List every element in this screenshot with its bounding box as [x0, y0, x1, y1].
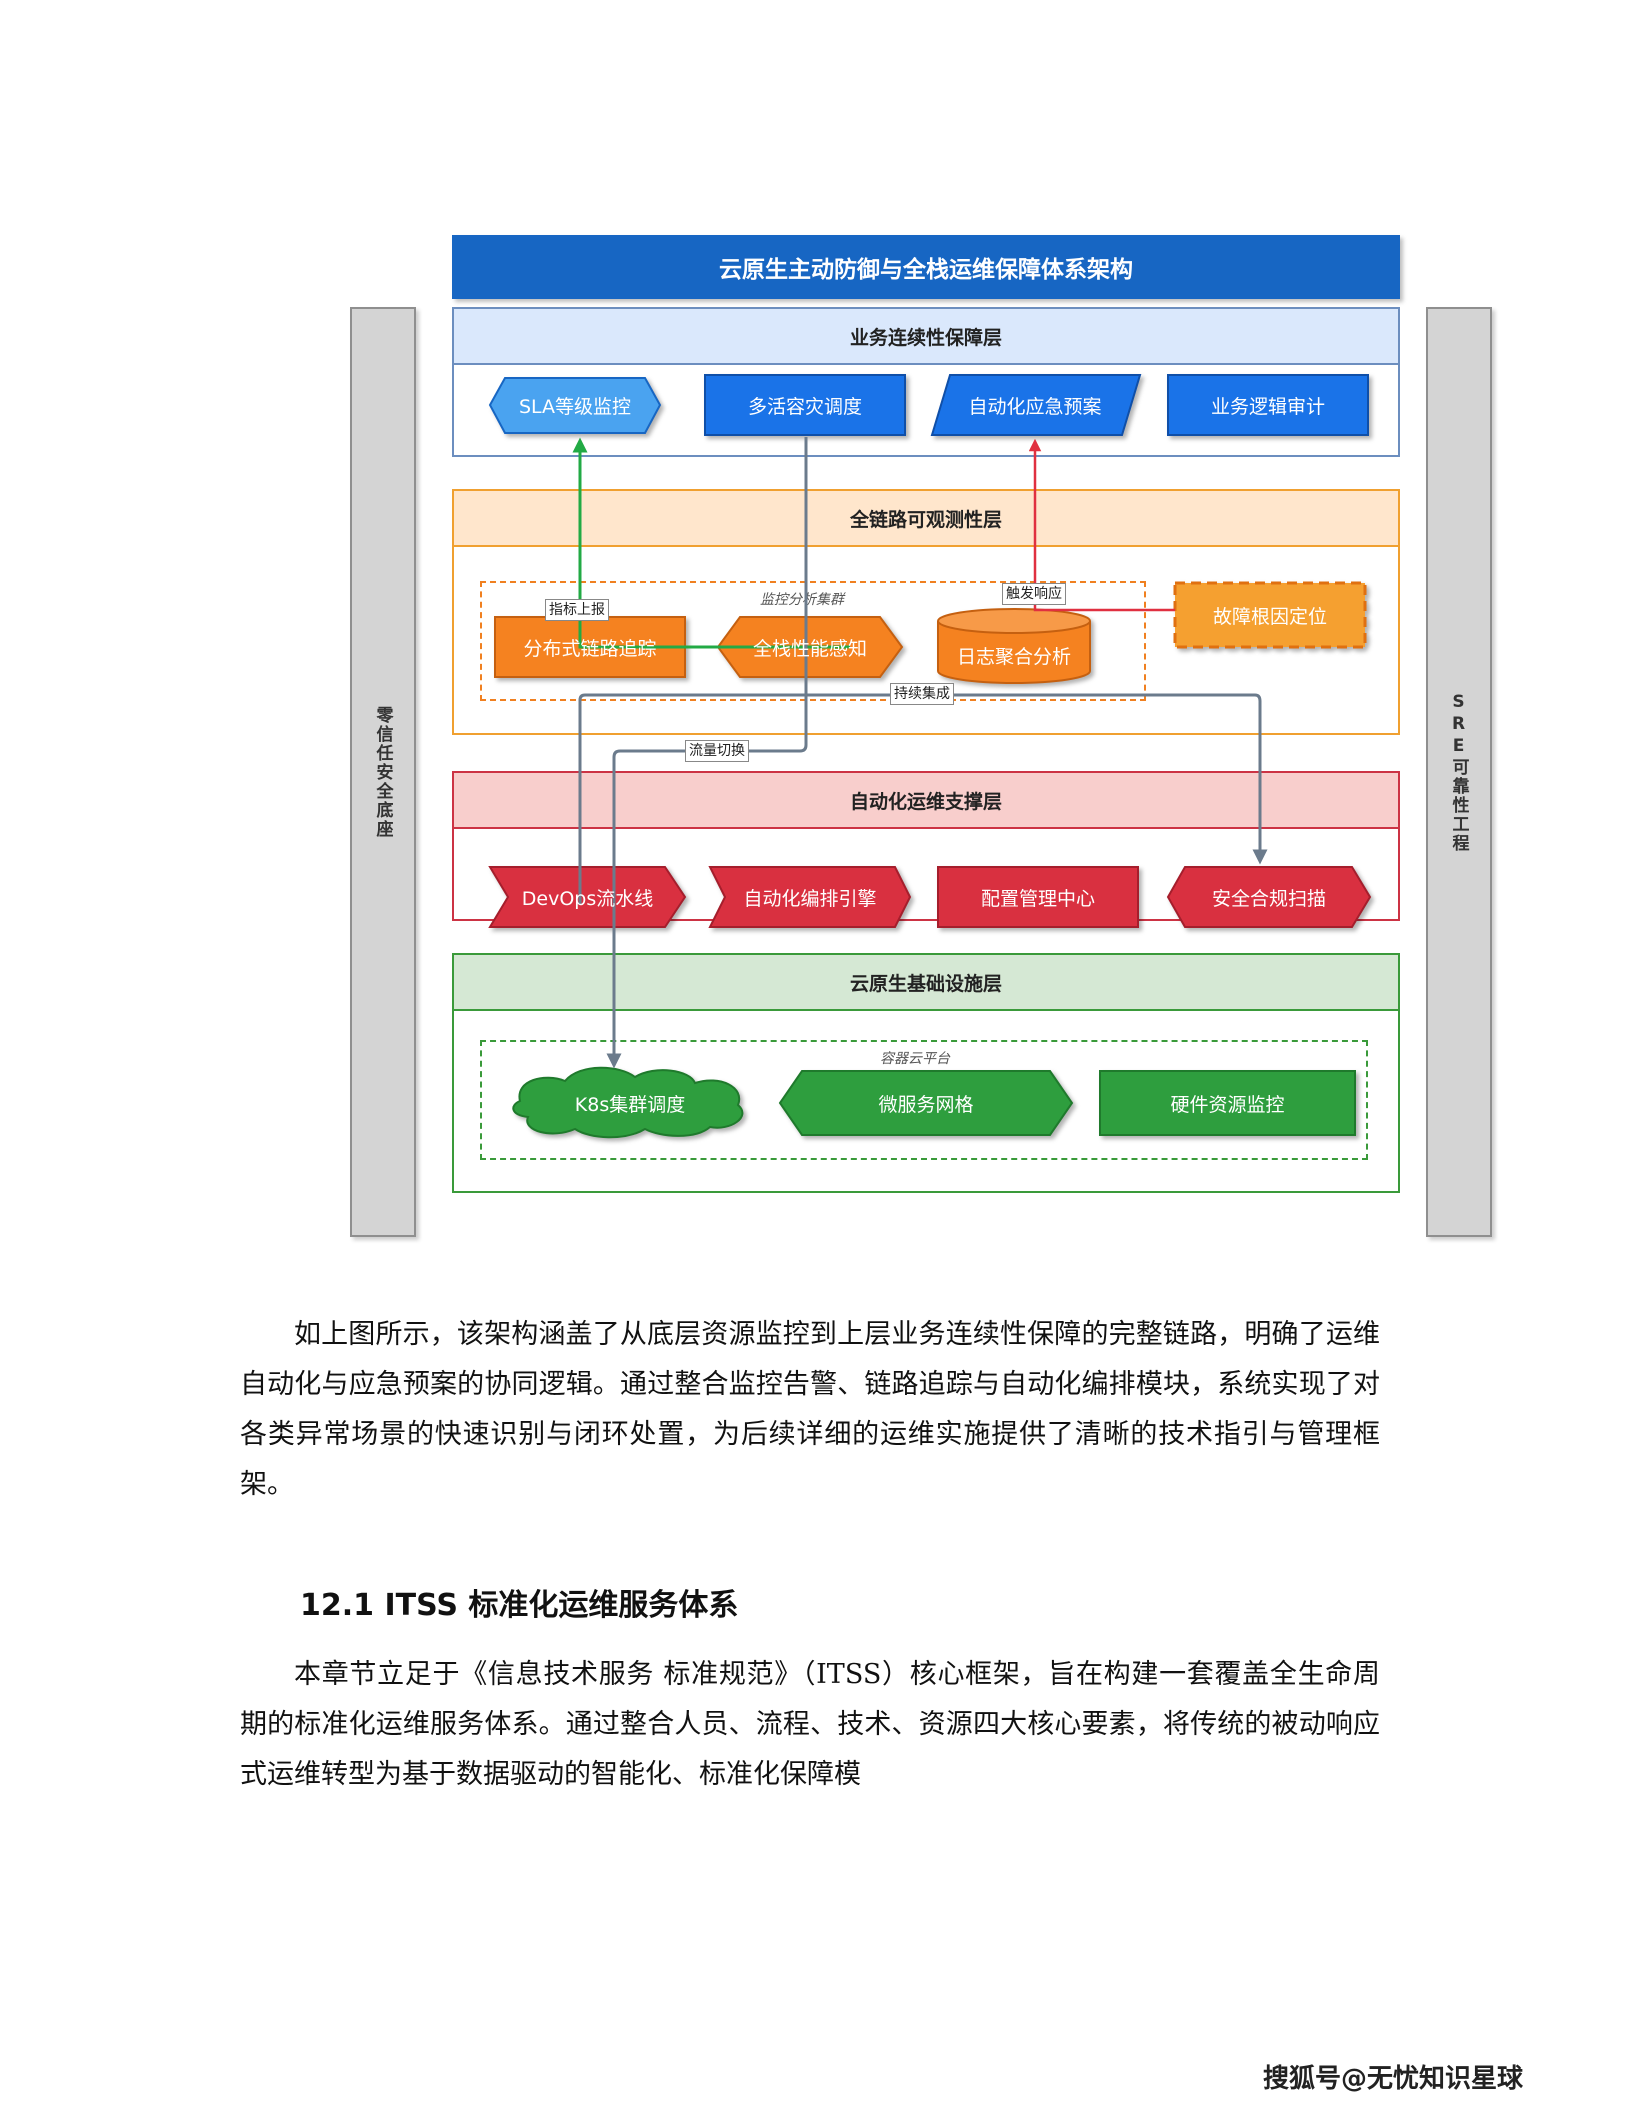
metrics-report-label: 指标上报	[545, 599, 609, 621]
orchestration-shape	[708, 866, 912, 928]
tracing-node: 分布式链路追踪	[523, 637, 657, 660]
compliance-scan-shape	[1166, 866, 1372, 928]
diagram-title: 云原生主动防御与全栈运维保障体系架构	[452, 235, 1400, 299]
continuous-integration-label: 持续集成	[890, 683, 954, 705]
service-mesh-shape	[778, 1070, 1074, 1136]
active-dr-shape	[704, 374, 906, 436]
diagram-shapes	[488, 374, 1372, 1139]
logic-audit-node: 业务逻辑审计	[1210, 395, 1325, 418]
compliance-scan-node: 安全合规扫描	[1211, 887, 1326, 910]
perf-sense-node: 全栈性能感知	[752, 637, 867, 660]
trigger-response-arrow	[1028, 438, 1175, 612]
active-dr-node: 多活容灾调度	[747, 395, 862, 418]
k8s-scheduler-shape	[512, 1066, 744, 1139]
root-cause-node: 故障根因定位	[1212, 605, 1327, 628]
traffic-switch-label: 流量切换	[685, 740, 749, 762]
log-aggregation-shape	[937, 608, 1091, 684]
automation-layer-title: 自动化运维支撑层	[454, 773, 1398, 829]
infrastructure-layer-title: 云原生基础设施层	[454, 955, 1398, 1011]
architecture-diagram: 云原生主动防御与全栈运维保障体系架构 零信任安全底座 SRE可靠性工程 业务连续…	[290, 225, 1540, 1255]
container-platform-label: 容器云平台	[880, 1051, 950, 1067]
monitoring-cluster-label: 监控分析集群	[760, 592, 844, 608]
auto-emergency-node: 自动化应急预案	[968, 395, 1102, 418]
paragraph-itss-intro: 本章节立足于《信息技术服务 标准规范》（ITSS）核心框架，旨在构建一套覆盖全生…	[240, 1659, 1380, 1790]
business-layer-title: 业务连续性保障层	[454, 309, 1398, 365]
devops-pipeline-shape	[488, 866, 687, 928]
sla-monitor-shape	[488, 377, 662, 434]
sre-pillar-label: SRE可靠性工程	[1448, 691, 1469, 853]
config-center-node: 配置管理中心	[980, 887, 1095, 910]
monitoring-cluster	[480, 581, 1146, 701]
observability-layer-title: 全链路可观测性层	[454, 491, 1398, 547]
devops-pipeline-node: DevOps流水线	[521, 887, 654, 910]
paragraph-diagram-summary: 如上图所示，该架构涵盖了从底层资源监控到上层业务连续性保障的完整链路，明确了运维…	[240, 1319, 1380, 1500]
service-mesh-node: 微服务网格	[878, 1093, 974, 1116]
logic-audit-shape	[1167, 374, 1369, 436]
metrics-report-arrow	[572, 437, 850, 649]
orchestration-node: 自动化编排引擎	[743, 887, 877, 910]
trigger-response-label: 触发响应	[1002, 583, 1066, 605]
zero-trust-pillar: 零信任安全底座	[350, 307, 416, 1237]
hw-monitor-node: 硬件资源监控	[1170, 1093, 1285, 1116]
continuous-integration-arrow	[578, 693, 1268, 905]
auto-emergency-shape	[930, 374, 1142, 436]
hw-monitor-shape	[1099, 1070, 1356, 1136]
container-platform	[480, 1040, 1368, 1160]
log-aggregation-node: 日志聚合分析	[956, 645, 1071, 668]
footer-brand: 搜狐号@无忧知识星球	[1263, 2064, 1524, 2094]
zero-trust-pillar-label: 零信任安全底座	[372, 705, 393, 839]
root-cause-shape	[1173, 581, 1367, 649]
section-heading: 12.1 ITSS 标准化运维服务体系	[300, 1588, 739, 1623]
config-center-shape	[937, 866, 1139, 928]
sla-monitor-node: SLA等级监控	[518, 396, 632, 418]
k8s-scheduler-node: K8s集群调度	[574, 1093, 686, 1116]
sre-pillar: SRE可靠性工程	[1426, 307, 1492, 1237]
